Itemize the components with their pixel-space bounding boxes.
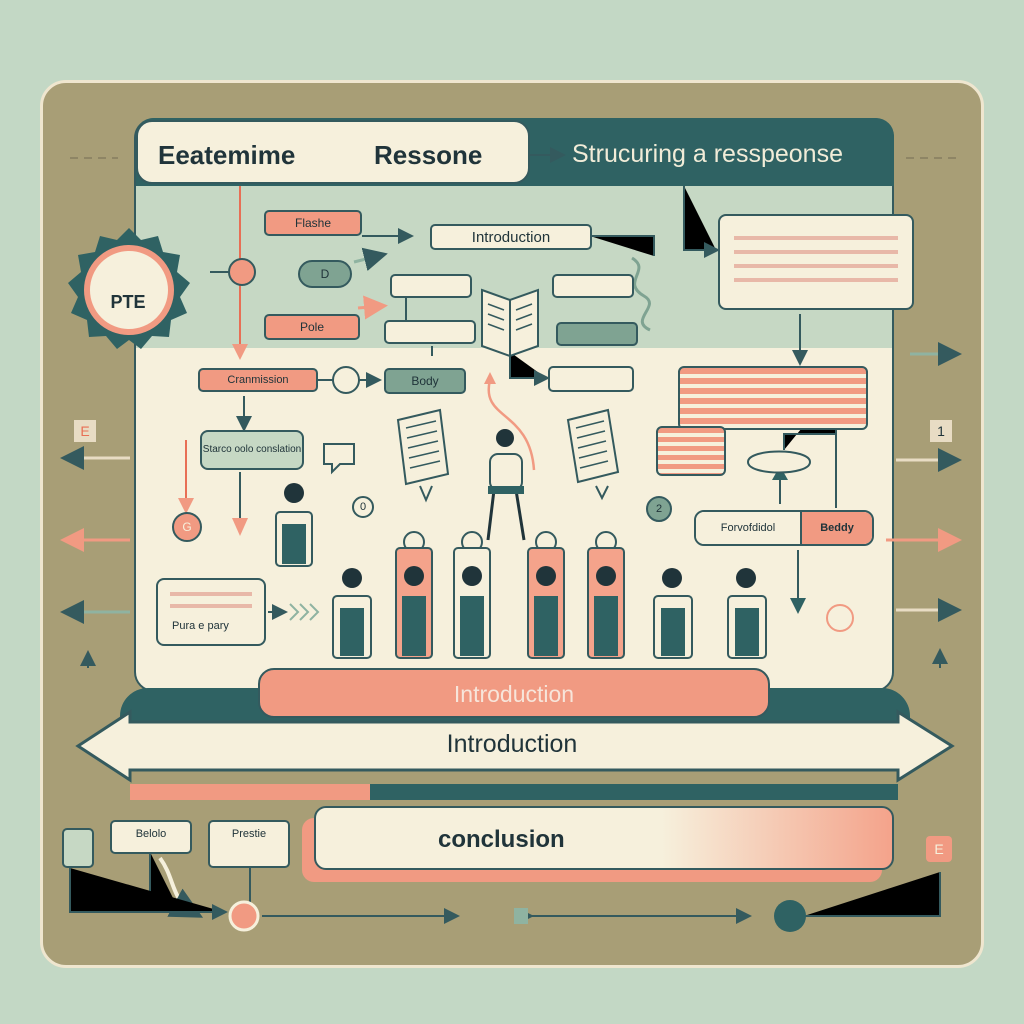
box-cranmission: Cranmission [198,368,318,392]
box-belolo: Belolo [110,820,192,854]
conclusion-label: conclusion [438,826,565,853]
stage-note: Starco oolo conslation [200,430,304,470]
box-pole: Pole [264,314,360,340]
forward-body-pill: Forvofdidol Beddy [694,510,874,546]
presenter-figure [486,429,526,541]
node-circle [332,366,360,394]
speech-bubble-icon [746,450,812,474]
marker-g: G [172,512,202,542]
striped-card [656,426,726,476]
marker-0: 0 [352,496,374,518]
forward-label: Forvofdidol [696,512,800,544]
node-circle [228,258,256,286]
badge-star [68,228,190,349]
small-square [62,828,94,868]
pte-badge: PTE [110,292,146,312]
marker-circle [826,604,854,632]
box-body-small: Body [384,368,466,394]
blank-box [556,322,638,346]
introduction-pill: Introduction [258,668,770,718]
title-word-2: Ressone [374,140,483,170]
blank-box [390,274,472,298]
title-word-1: Eeatemime [158,140,296,170]
box-prestie: Prestie [208,820,290,868]
open-book-icon [481,288,539,358]
blank-box [548,366,634,392]
striped-card [678,366,868,430]
box-flashe: Flashe [264,210,362,236]
reply-note: Pura e pary [156,578,266,646]
introduction-double-arrow [75,709,955,783]
reply-note-label: Pura e pary [172,620,229,632]
box-introduction-top: Introduction [430,224,592,250]
body-label: Beddy [800,512,872,544]
node-d: D [298,260,352,288]
blank-box [552,274,634,298]
side-label-e-bottom: E [926,836,952,862]
side-label-e: E [74,420,96,442]
speech-bubble-icon [323,443,355,475]
document-icon [396,408,450,503]
blank-box [384,320,476,344]
document-icon [566,408,620,501]
conclusion-pill: conclusion [314,806,894,870]
subtitle: Strucuring a resspeonse [572,140,843,168]
list-card [718,214,914,310]
marker-2: 2 [646,496,672,522]
introduction-arrow-label: Introduction [446,730,578,758]
title-pill: Eeatemime Ressone [136,120,530,184]
audience [275,483,767,659]
side-label-1: 1 [930,420,952,442]
